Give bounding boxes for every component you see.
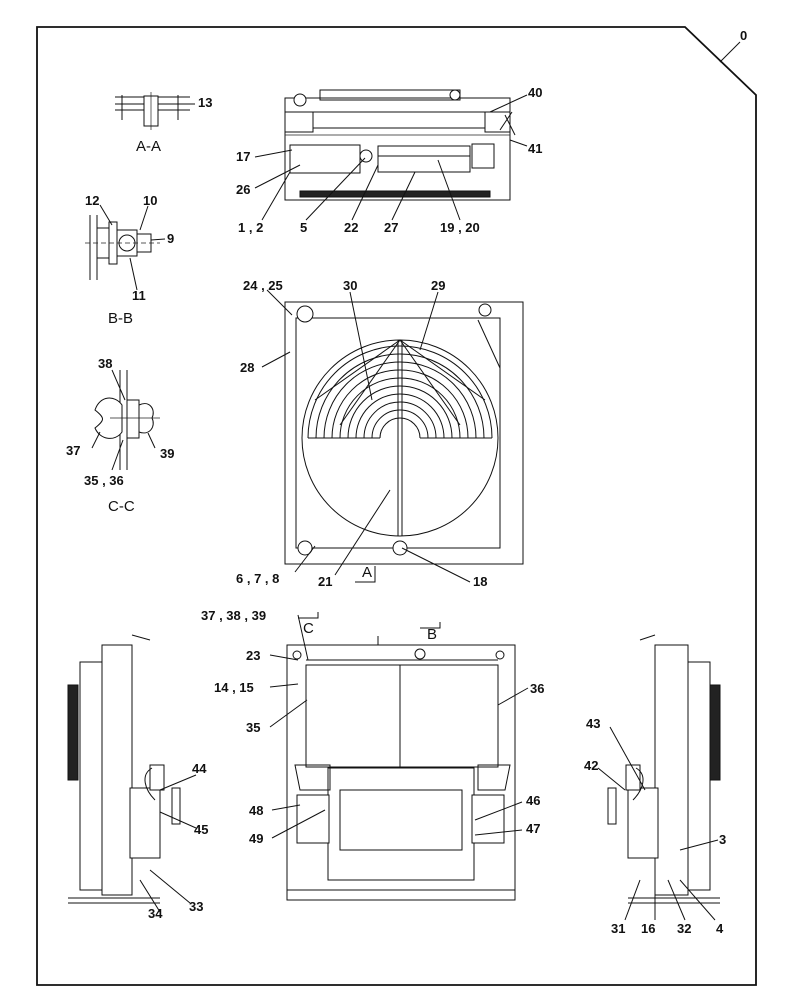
callout-23: 23 xyxy=(246,648,260,663)
callout-13: 13 xyxy=(198,95,212,110)
callout-48: 48 xyxy=(249,803,263,818)
cut-marker-c: C xyxy=(303,620,314,637)
callout-24-25: 24 , 25 xyxy=(243,278,283,293)
left-side-view xyxy=(67,634,197,913)
callout-36: 36 xyxy=(530,681,544,696)
callout-17: 17 xyxy=(236,149,250,164)
drawing-border xyxy=(36,26,757,986)
callout-44: 44 xyxy=(192,761,207,776)
callout-45: 45 xyxy=(194,822,208,837)
front-view xyxy=(261,289,524,583)
callout-10: 10 xyxy=(143,193,157,208)
callout-27: 27 xyxy=(384,220,398,235)
callout-33: 33 xyxy=(189,899,203,914)
callout-39: 39 xyxy=(160,446,174,461)
cut-marker-b: B xyxy=(427,626,437,643)
callout-47: 47 xyxy=(526,821,540,836)
callout-46: 46 xyxy=(526,793,540,808)
right-side-view xyxy=(597,634,721,921)
callout-42: 42 xyxy=(584,758,598,773)
cut-marker-a: A xyxy=(362,564,372,581)
callout-11: 11 xyxy=(132,288,146,303)
callout-26: 26 xyxy=(236,182,250,197)
callout-5: 5 xyxy=(300,220,307,235)
callout-35-36: 35 , 36 xyxy=(84,473,124,488)
section-title-a-a: A-A xyxy=(136,138,161,155)
callout-37: 37 xyxy=(66,443,80,458)
callout-43: 43 xyxy=(586,716,600,731)
callout-4: 4 xyxy=(716,921,724,936)
callout-37-38-39: 37 , 38 , 39 xyxy=(201,608,266,623)
callout-34: 34 xyxy=(148,906,163,921)
callout-9: 9 xyxy=(167,231,174,246)
callout-14-15: 14 , 15 xyxy=(214,680,254,695)
callout-22: 22 xyxy=(344,220,358,235)
callout-41: 41 xyxy=(528,141,542,156)
section-b-b-detail xyxy=(85,204,166,291)
callout-21: 21 xyxy=(318,574,332,589)
section-title-c-c: C-C xyxy=(108,498,135,515)
callout-18: 18 xyxy=(473,574,487,589)
callout-31: 31 xyxy=(611,921,625,936)
callout-40: 40 xyxy=(528,85,542,100)
callout-19-20: 19 , 20 xyxy=(440,220,480,235)
sheet-number-leader xyxy=(719,41,741,63)
callout-6-7-8: 6 , 7 , 8 xyxy=(236,571,279,586)
section-title-b-b: B-B xyxy=(108,310,133,327)
callout-32: 32 xyxy=(677,921,691,936)
rear-view xyxy=(269,612,529,901)
section-a-a-detail xyxy=(115,92,195,130)
callout-3: 3 xyxy=(719,832,726,847)
callout-28: 28 xyxy=(240,360,254,375)
callout-12: 12 xyxy=(85,193,99,208)
callout-1-2: 1 , 2 xyxy=(238,220,263,235)
callout-29: 29 xyxy=(431,278,445,293)
callout-38: 38 xyxy=(98,356,112,371)
sheet-number: 0 xyxy=(740,28,747,43)
callout-16: 16 xyxy=(641,921,655,936)
callout-49: 49 xyxy=(249,831,263,846)
top-view xyxy=(254,89,528,221)
callout-35: 35 xyxy=(246,720,260,735)
callout-30: 30 xyxy=(343,278,357,293)
section-c-c-detail xyxy=(91,369,160,471)
